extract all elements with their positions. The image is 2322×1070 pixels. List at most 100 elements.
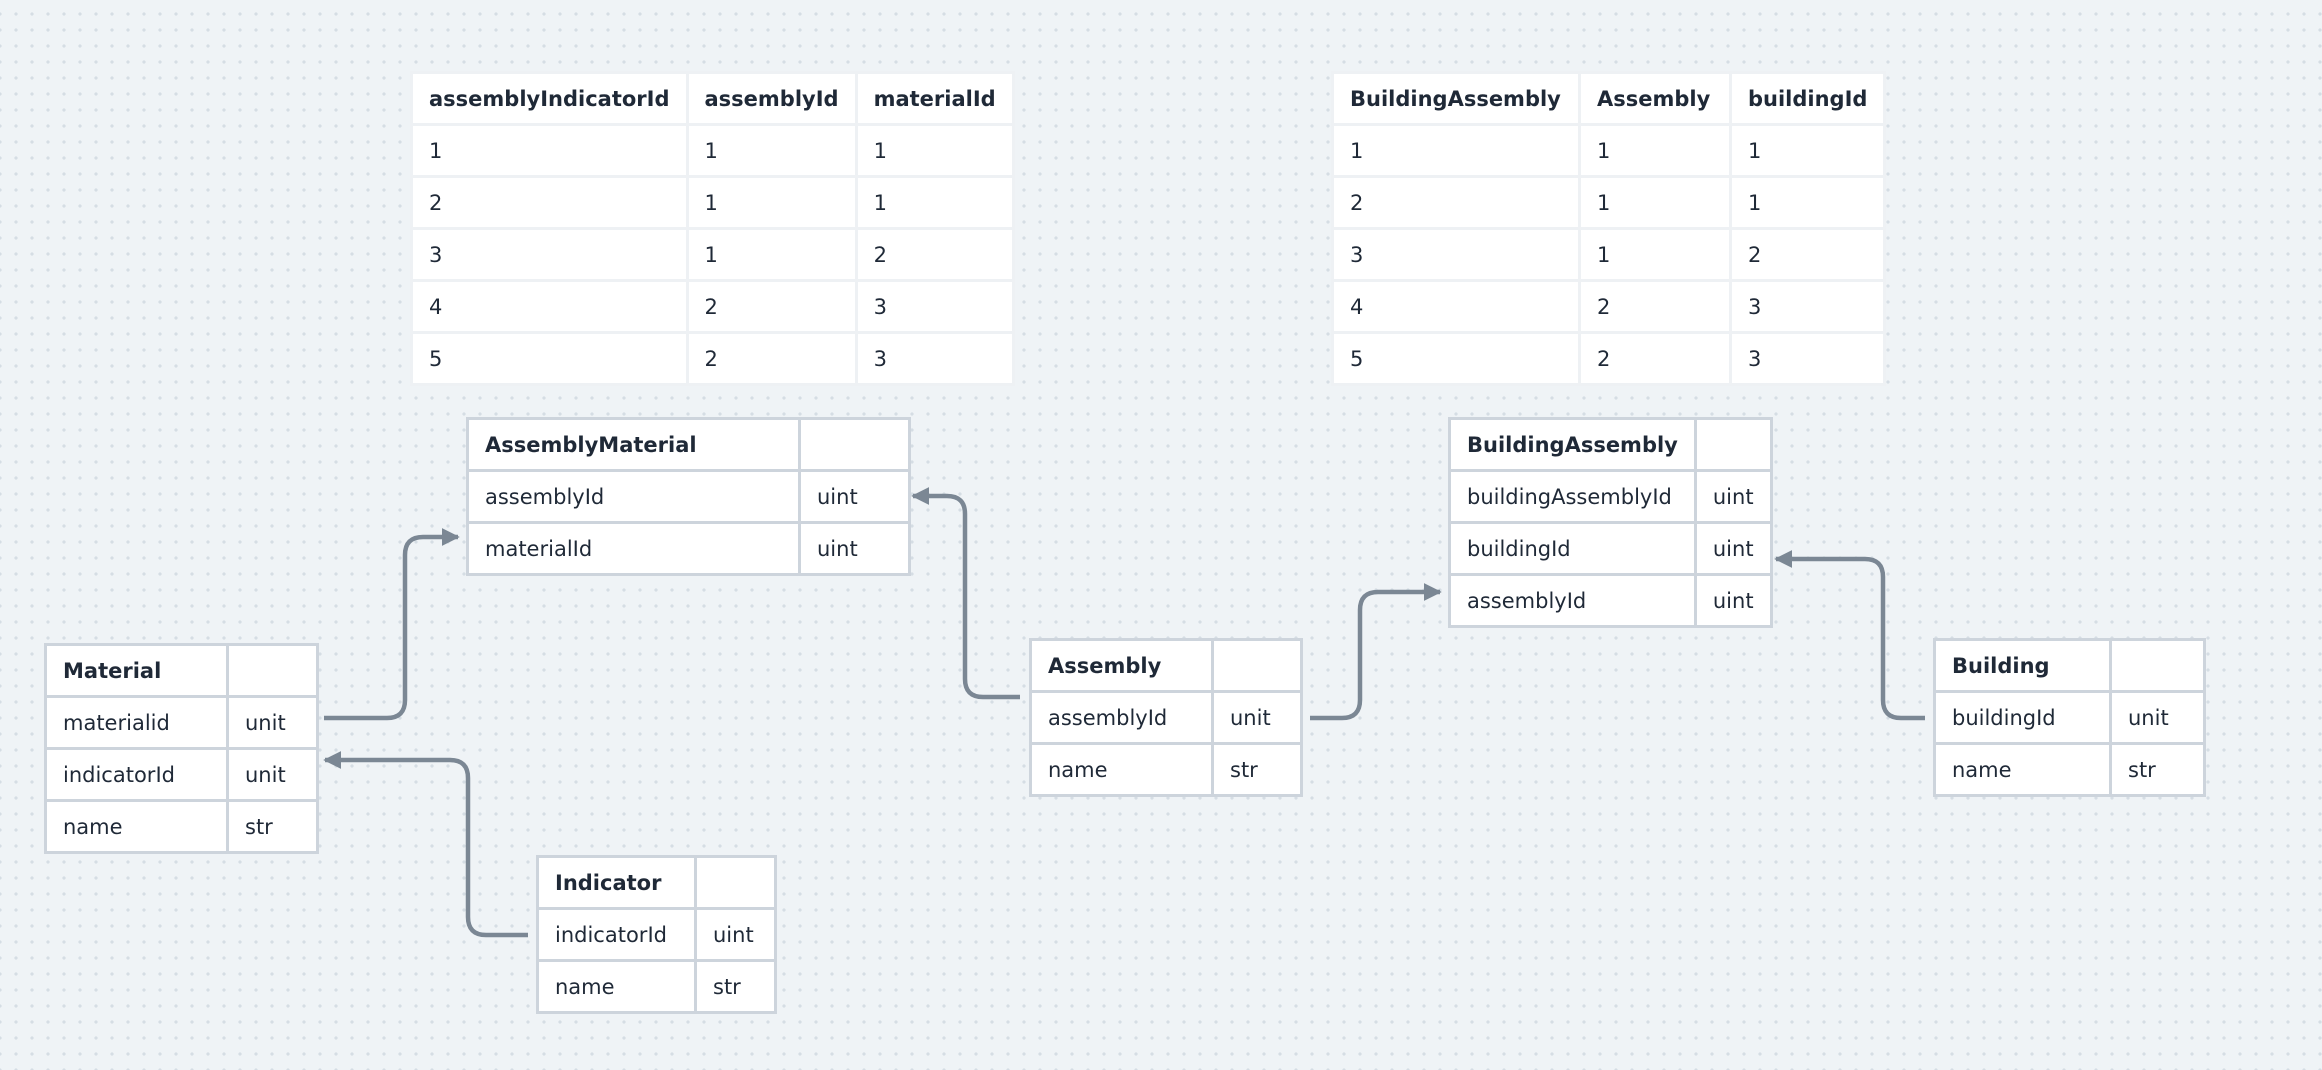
table-cell: 1: [410, 123, 689, 178]
entity-field-row: assemblyId uint: [466, 469, 911, 524]
table-header-row: BuildingAssembly Assembly buildingId: [1331, 71, 1887, 126]
field-name: name: [536, 959, 697, 1014]
table-cell: 3: [1331, 227, 1581, 282]
field-name: materialId: [466, 521, 801, 576]
field-type: uint: [1693, 521, 1773, 576]
entity-field-row: name str: [1933, 742, 2206, 797]
table-cell: 3: [410, 227, 689, 282]
table-row: 3 1 2: [1331, 227, 1887, 282]
entity-header-row: Indicator: [536, 855, 777, 910]
field-type: unit: [2109, 690, 2206, 745]
field-name: buildingId: [1448, 521, 1697, 576]
field-type: unit: [1211, 690, 1303, 745]
field-type: str: [2109, 742, 2206, 797]
entity-field-row: materialid unit: [44, 695, 319, 750]
entity-field-row: indicatorId uint: [536, 907, 777, 962]
table-cell: 3: [1728, 279, 1887, 334]
field-name: name: [1933, 742, 2112, 797]
field-name: buildingId: [1933, 690, 2112, 745]
table-cell: 2: [854, 227, 1015, 282]
table-cell: 5: [1331, 331, 1581, 386]
entity-title: AssemblyMaterial: [466, 417, 801, 472]
entity-header-row: Assembly: [1029, 638, 1303, 693]
entity-field-row: name str: [44, 799, 319, 854]
entity-header-row: AssemblyMaterial: [466, 417, 911, 472]
entity-field-row: buildingAssemblyId uint: [1448, 469, 1773, 524]
field-type: str: [226, 799, 319, 854]
entity-assembly[interactable]: Assembly assemblyId unit name str: [1029, 638, 1303, 797]
field-type: str: [1211, 742, 1303, 797]
table-row: 1 1 1: [410, 123, 1015, 178]
entity-header-row: Building: [1933, 638, 2206, 693]
field-name: assemblyId: [466, 469, 801, 524]
entity-assembly-material[interactable]: AssemblyMaterial assemblyId uint materia…: [466, 417, 911, 576]
field-name: indicatorId: [44, 747, 229, 802]
field-type: uint: [1693, 469, 1773, 524]
table-row: 1 1 1: [1331, 123, 1887, 178]
field-type: str: [694, 959, 777, 1014]
entity-building[interactable]: Building buildingId unit name str: [1933, 638, 2206, 797]
table-cell: 3: [854, 279, 1015, 334]
table-row: 2 1 1: [1331, 175, 1887, 230]
connector-assembly-to-buildingassembly: [1310, 583, 1442, 721]
table-cell: 1: [1331, 123, 1581, 178]
table-cell: 4: [410, 279, 689, 334]
table-cell: 1: [1578, 123, 1732, 178]
entity-material[interactable]: Material materialid unit indicatorId uni…: [44, 643, 319, 854]
table-cell: 1: [685, 175, 858, 230]
table-row: 3 1 2: [410, 227, 1015, 282]
field-type: uint: [798, 469, 911, 524]
table-cell: 2: [685, 331, 858, 386]
field-name: indicatorId: [536, 907, 697, 962]
entity-header-row: Material: [44, 643, 319, 698]
entity-title: Indicator: [536, 855, 697, 910]
entity-field-row: materialId uint: [466, 521, 911, 576]
entity-header-blank: [694, 855, 777, 910]
entity-title: Building: [1933, 638, 2112, 693]
table-cell: 2: [1331, 175, 1581, 230]
entity-building-assembly[interactable]: BuildingAssembly buildingAssemblyId uint…: [1448, 417, 1773, 628]
entity-field-row: name str: [1029, 742, 1303, 797]
entity-field-row: indicatorId unit: [44, 747, 319, 802]
table-cell: 1: [685, 227, 858, 282]
table-cell: 2: [1578, 331, 1732, 386]
table-cell: 3: [854, 331, 1015, 386]
table-cell: 1: [854, 175, 1015, 230]
table-cell: 2: [410, 175, 689, 230]
field-name: name: [1029, 742, 1214, 797]
field-type: unit: [226, 695, 319, 750]
table-cell: 2: [1728, 227, 1887, 282]
entity-header-row: BuildingAssembly: [1448, 417, 1773, 472]
entity-field-row: buildingId uint: [1448, 521, 1773, 576]
entity-title: Assembly: [1029, 638, 1214, 693]
column-header: BuildingAssembly: [1331, 71, 1581, 126]
entity-field-row: assemblyId uint: [1448, 573, 1773, 628]
column-header: materialId: [854, 71, 1015, 126]
connector-material-to-assemblymaterial: [324, 528, 460, 721]
column-header: assemblyId: [685, 71, 858, 126]
entity-indicator[interactable]: Indicator indicatorId uint name str: [536, 855, 777, 1014]
field-name: assemblyId: [1029, 690, 1214, 745]
table-cell: 1: [685, 123, 858, 178]
table-row: 2 1 1: [410, 175, 1015, 230]
field-type: unit: [226, 747, 319, 802]
column-header: buildingId: [1728, 71, 1887, 126]
entity-title: BuildingAssembly: [1448, 417, 1697, 472]
field-name: materialid: [44, 695, 229, 750]
field-name: name: [44, 799, 229, 854]
table-row: 4 2 3: [1331, 279, 1887, 334]
table-row: 5 2 3: [410, 331, 1015, 386]
table-cell: 4: [1331, 279, 1581, 334]
connector-indicator-to-material: [323, 751, 528, 938]
connector-assembly-to-assemblymaterial: [911, 487, 1020, 700]
table-cell: 1: [854, 123, 1015, 178]
table-cell: 5: [410, 331, 689, 386]
entity-field-row: buildingId unit: [1933, 690, 2206, 745]
field-name: buildingAssemblyId: [1448, 469, 1697, 524]
entity-header-blank: [1693, 417, 1773, 472]
entity-header-blank: [226, 643, 319, 698]
field-type: uint: [798, 521, 911, 576]
field-name: assemblyId: [1448, 573, 1697, 628]
table-cell: 3: [1728, 331, 1887, 386]
